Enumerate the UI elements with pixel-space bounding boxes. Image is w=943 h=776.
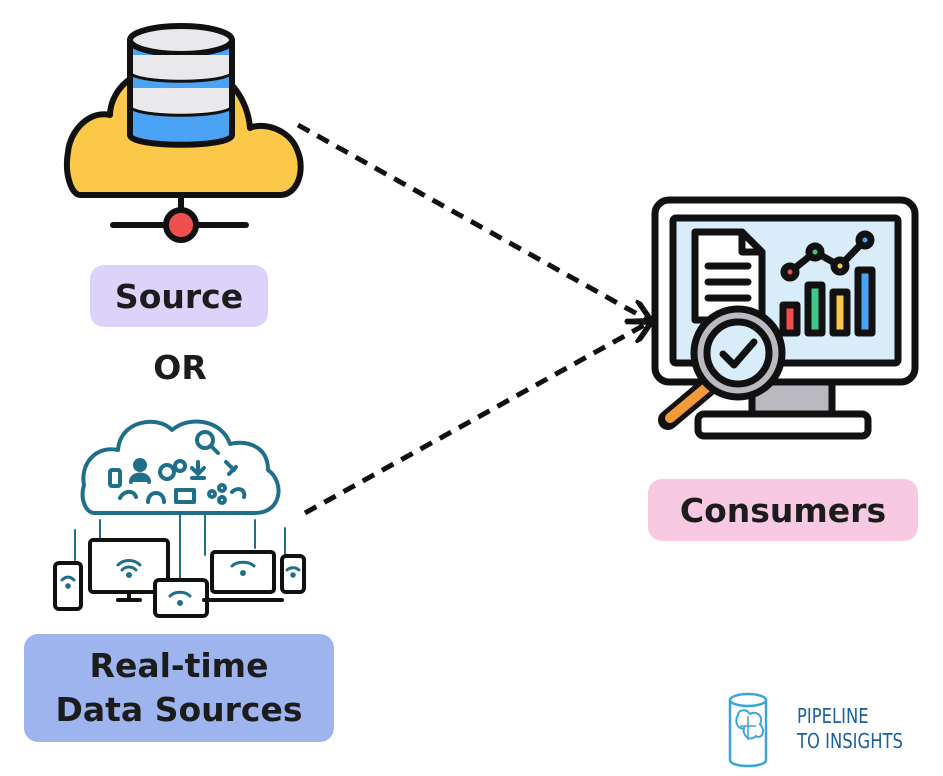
brand-logo-icon (728, 692, 768, 768)
brand-wordmark: PIPELINE TO INSIGHTS (797, 704, 903, 754)
consumers-label-text: Consumers (679, 490, 887, 530)
realtime-sources-label: Real-time Data Sources (24, 634, 334, 742)
source-label-text: Source (114, 276, 244, 316)
arrow-realtime-to-consumers (303, 323, 648, 516)
network-devices-icon (53, 419, 306, 618)
brand-line2: TO INSIGHTS (797, 729, 903, 753)
cloud-database-icon (64, 23, 304, 243)
consumers-label: Consumers (648, 479, 918, 541)
brand-line1: PIPELINE (797, 704, 869, 728)
realtime-label-line2: Data Sources (55, 690, 303, 729)
arrow-source-to-consumers (296, 122, 648, 320)
source-label: Source (90, 265, 268, 327)
realtime-label-line1: Real-time (89, 646, 269, 685)
or-separator: OR (153, 348, 207, 387)
magnifier-check-icon (658, 305, 786, 430)
